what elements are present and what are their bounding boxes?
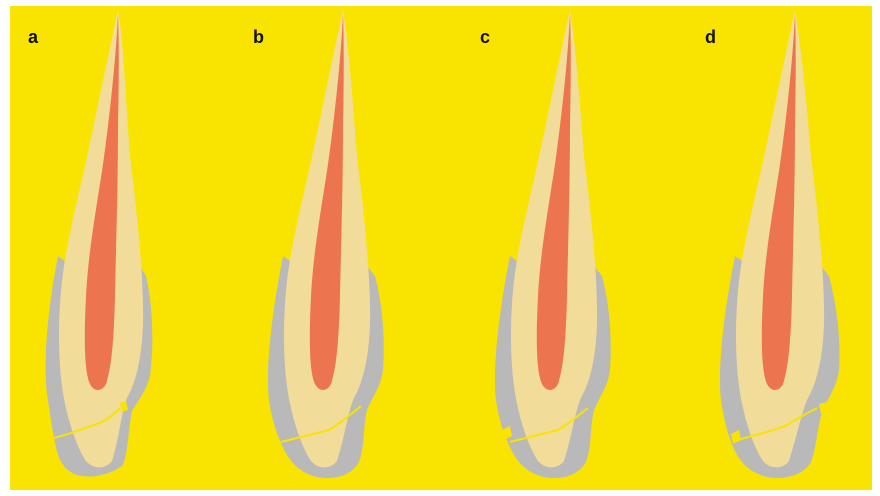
tooth-diagram-d bbox=[687, 6, 880, 490]
tooth-diagram-b bbox=[235, 6, 450, 490]
panel-d: d bbox=[687, 6, 880, 490]
panel-c: c bbox=[462, 6, 677, 490]
tooth-diagram-a bbox=[10, 6, 225, 490]
panel-b: b bbox=[235, 6, 450, 490]
figure-canvas: a b c bbox=[10, 6, 872, 490]
panel-a: a bbox=[10, 6, 225, 490]
tooth-diagram-c bbox=[462, 6, 677, 490]
